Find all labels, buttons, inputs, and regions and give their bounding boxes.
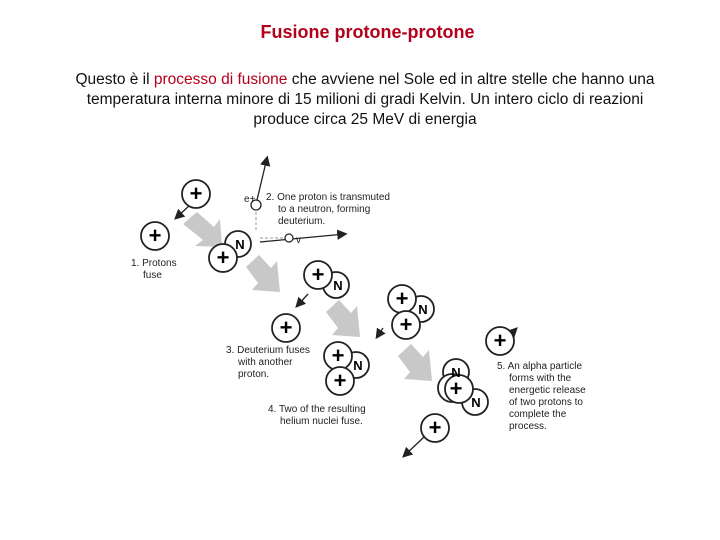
step-4-label: 4. Two of the resulting helium nuclei fu… [268,404,368,427]
step-1-label: 1. Protons fuse [131,258,179,281]
step-5-line: 5. An alpha particle [497,361,582,372]
step-3-label: 3. Deuterium fuses with another proton. [226,345,313,380]
flow-arrow [246,255,280,292]
arrow-proton-1 [176,205,190,218]
step-2-line: deuterium. [278,216,325,227]
step-5-line: complete the [509,409,567,420]
proton-sign: + [312,262,325,287]
step-3-line: proton. [238,369,269,380]
step-5-line: forms with the [509,373,572,384]
arrow-proton-out-2 [404,437,424,456]
proton-sign: + [190,181,203,206]
proton-sign: + [217,245,230,270]
neutron-sign: N [353,358,362,373]
step-2-line: 2. One proton is transmuted [266,192,390,203]
step-4-line: 4. Two of the resulting [268,404,366,415]
proton-sign: + [149,223,162,248]
arrow-helium [377,328,383,337]
arrow-deuterium [297,294,308,306]
neutron-sign: N [418,302,427,317]
step-5-line: of two protons to [509,397,583,408]
proton-sign: + [334,368,347,393]
positron-label: e+ [244,194,256,205]
step-2-line: to a neutron, forming [278,204,370,215]
neutron-sign: N [333,278,342,293]
flow-arrow [326,300,360,337]
step-4-line: helium nuclei fuse. [280,416,363,427]
neutron-sign: N [235,237,244,252]
proton-sign: + [280,315,293,340]
flow-arrow [398,344,432,381]
proton-sign: + [332,343,345,368]
step-1-line: 1. Protons [131,258,177,269]
neutrino [285,234,293,242]
neutrino-label: v [296,235,301,246]
step-5-line: energetic release [509,385,586,396]
step-3-line: 3. Deuterium fuses [226,345,310,356]
proton-sign: + [429,415,442,440]
proton-sign: + [396,286,409,311]
step-5-line: process. [509,421,547,432]
proton-sign: + [494,328,507,353]
step-2-label: 2. One proton is transmuted to a neutron… [266,192,393,227]
neutron-sign: N [471,395,480,410]
step-1-line: fuse [143,270,162,281]
step-5-label: 5. An alpha particle forms with the ener… [497,361,589,432]
proton-sign: + [400,312,413,337]
step-3-line: with another [237,357,293,368]
proton-sign: + [450,376,463,401]
flow-arrow [183,212,222,247]
